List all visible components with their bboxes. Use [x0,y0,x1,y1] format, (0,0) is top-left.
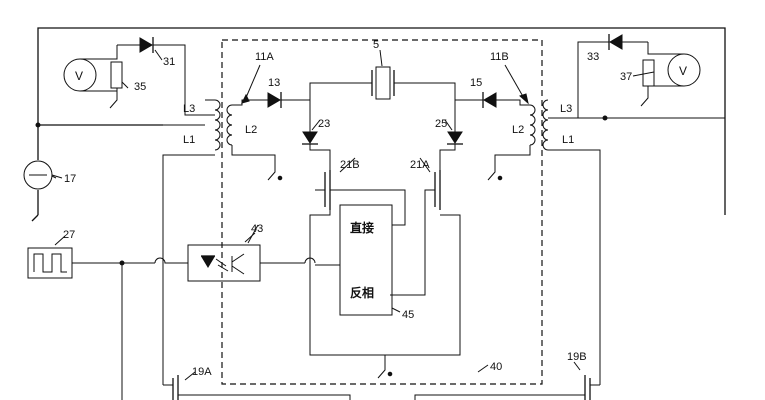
driver-block-45: 直接 反相 [315,189,406,316]
label-27: 27 [63,229,75,241]
diode-33-icon [609,34,623,50]
label-33: 33 [587,51,599,63]
label-25: 25 [435,118,447,130]
left-transformer [162,64,283,385]
square-wave-icon [33,253,67,273]
label-19b: 19B [567,351,587,363]
coil-l1-left-label: L1 [183,134,195,146]
label-11b: 11B [490,51,509,63]
label-5: 5 [373,39,379,51]
right-voltmeter-circuit: V [548,34,701,119]
coil-l2-left-label: L2 [245,124,257,136]
leader-lines [51,71,655,244]
label-43: 43 [251,223,263,235]
diode-13-icon [267,92,281,108]
reference-labels: 5 11A 11B 13 15 17 19A 19B 21A 21B 23 25… [63,39,632,378]
phototransistor-icon [231,253,245,275]
coil-l3-right-label: L3 [560,103,572,115]
label-45: 45 [402,309,414,321]
optocoupler-43 [187,232,316,282]
coil-l3-left-label: L3 [183,103,195,115]
led-icon [201,256,215,268]
label-21b: 21B [340,159,360,171]
label-40: 40 [490,361,502,373]
label-13: 13 [268,77,280,89]
pulse-generator-box [27,247,73,279]
voltmeter-left-label: V [75,69,83,83]
driver-direct-label: 直接 [350,220,374,235]
driver-block-box [339,204,393,316]
label-15: 15 [470,77,482,89]
label-37: 37 [620,71,632,83]
label-17: 17 [64,173,76,185]
control-module-boundary [221,39,543,385]
voltmeter-right-label: V [679,64,687,78]
diode-15-icon [483,92,497,108]
crystal-5-icon [375,66,391,100]
inner-bridge [242,49,520,170]
driver-inverse-label: 反相 [350,285,374,300]
label-11a: 11A [255,51,274,63]
optocoupler-box [187,244,261,282]
left-voltmeter-circuit: V [63,37,215,116]
diode-31-icon [139,37,153,53]
outer-frame-wires [31,27,726,222]
source-17 [23,160,63,190]
label-19a: 19A [192,366,212,378]
transistor-21b [309,157,461,356]
transistor-19b [414,361,600,400]
diode-23-icon [302,131,318,144]
transistor-19a [163,371,351,400]
label-21a: 21A [410,159,430,171]
light-arrows-icon [215,258,229,272]
label-31: 31 [163,56,175,68]
coil-l1-right-label: L1 [562,134,574,146]
right-transformer [460,64,725,385]
pulse-generator-27 [27,235,188,400]
resistor-35 [110,61,123,89]
coil-l2-right-label: L2 [512,124,524,136]
label-35: 35 [134,81,146,93]
label-23: 23 [318,118,330,130]
diode-25-icon [447,131,463,144]
transistor-21a [390,157,441,296]
